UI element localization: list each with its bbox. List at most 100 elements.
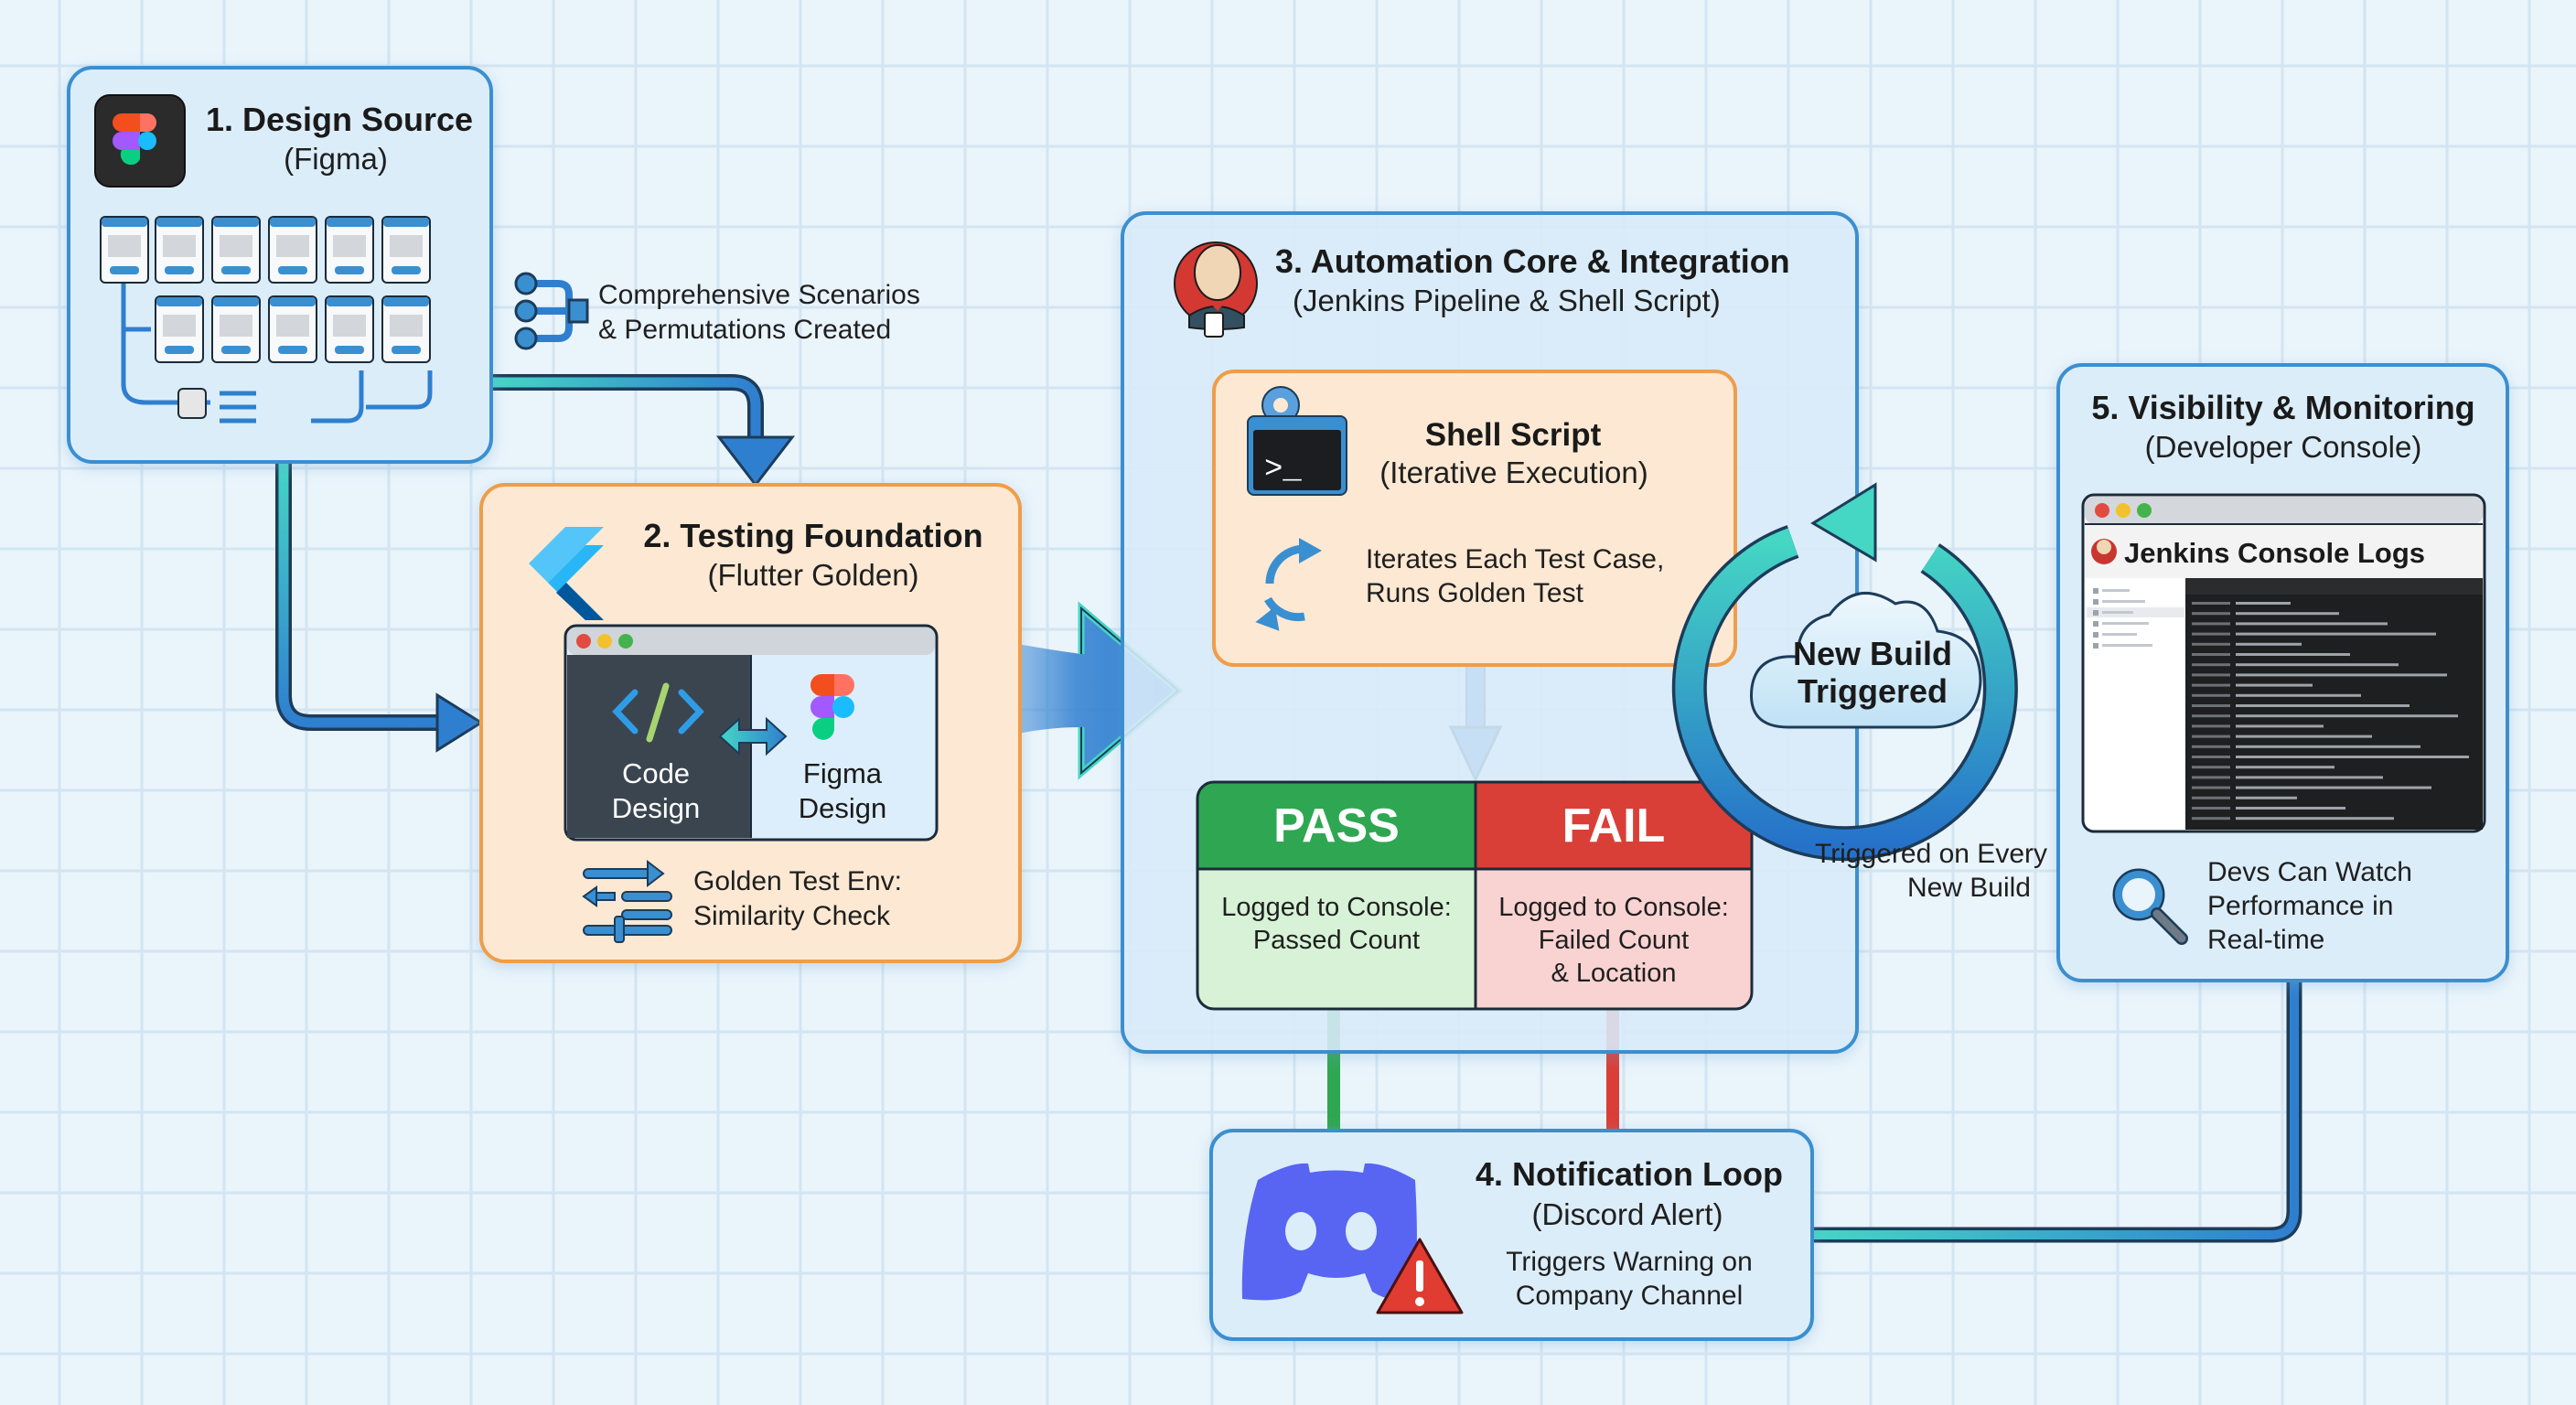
console-log-lines xyxy=(2185,578,2483,820)
console-log-timestamp xyxy=(2192,693,2230,697)
console-log-text xyxy=(2236,724,2324,728)
golden-env-line-1: Golden Test Env: xyxy=(693,866,902,896)
console-log-text xyxy=(2236,704,2410,707)
console-log-text xyxy=(2236,602,2291,605)
new-build-trigger: New Build Triggered Triggered on Every N… xyxy=(1671,482,2047,903)
iterate-line-1: Iterates Each Test Case, xyxy=(1366,544,1664,574)
console-sidebar-item-text xyxy=(2102,611,2133,614)
design-screen-thumbnail xyxy=(325,216,374,284)
console-log-timestamp xyxy=(2192,653,2230,656)
window-close-dot xyxy=(576,634,591,649)
testing-foundation-title: 2. Testing Foundation xyxy=(643,517,982,554)
design-screen-thumbnail xyxy=(325,295,374,363)
new-build-line-1: New Build xyxy=(1793,635,1952,672)
console-close-dot xyxy=(2095,503,2109,518)
console-log-timestamp xyxy=(2192,602,2230,605)
console-title: Jenkins Console Logs xyxy=(2124,537,2425,569)
magnifier-icon xyxy=(2112,868,2188,945)
design-screen-thumbnail xyxy=(211,295,261,363)
connector-design-to-testing-top xyxy=(491,374,796,488)
scenarios-annotation: Comprehensive Scenarios & Permutations C… xyxy=(514,272,920,350)
console-log-text xyxy=(2236,796,2297,799)
console-log-timestamp xyxy=(2192,622,2230,626)
console-log-timestamp xyxy=(2192,745,2230,748)
design-source-title: 1. Design Source xyxy=(206,101,473,138)
notification-title: 4. Notification Loop xyxy=(1476,1155,1783,1193)
console-log-text xyxy=(2236,683,2313,687)
refresh-cycle-icon xyxy=(1255,538,1322,631)
console-maximize-dot xyxy=(2137,503,2152,518)
design-source-card: 1. Design Source (Figma) xyxy=(67,66,493,464)
compare-double-arrow-icon xyxy=(718,716,788,756)
cycle-arrow-icon xyxy=(1671,482,2018,862)
console-log-timestamp xyxy=(2192,817,2230,820)
warning-triangle-icon xyxy=(1376,1238,1464,1314)
design-screen-thumbnail xyxy=(268,216,317,284)
jenkins-butler-icon xyxy=(1174,241,1258,338)
fail-line-3: & Location xyxy=(1551,959,1676,988)
compare-sliders-icon xyxy=(582,859,672,943)
cloud-icon xyxy=(1750,591,1982,729)
testing-foundation-subtitle: (Flutter Golden) xyxy=(707,558,918,592)
discord-logo-icon xyxy=(1241,1163,1417,1301)
shell-script-title: Shell Script xyxy=(1425,417,1602,453)
design-screen-thumbnail xyxy=(211,216,261,284)
console-log-text xyxy=(2236,693,2361,697)
pass-label: PASS xyxy=(1273,799,1400,853)
design-screen-thumbnail xyxy=(155,216,204,284)
new-build-line-2: Triggered xyxy=(1798,672,1948,710)
console-log-text xyxy=(2236,622,2388,626)
code-vs-figma-window: Code Design Figma Design xyxy=(564,624,939,842)
console-log-text xyxy=(2236,745,2420,748)
pass-line-2: Passed Count xyxy=(1253,926,1420,955)
console-log-text xyxy=(2236,642,2302,646)
fail-line-2: Failed Count xyxy=(1539,926,1689,955)
console-sidebar-item-icon xyxy=(2093,588,2098,594)
terminal-gear-icon: >_ xyxy=(1247,386,1347,496)
design-screen-thumbnail xyxy=(381,295,431,363)
scenarios-line-1: Comprehensive Scenarios xyxy=(598,280,920,310)
shell-script-card: >_ Shell Script (Iterative Execution) It… xyxy=(1212,370,1737,667)
fail-line-1: Logged to Console: xyxy=(1498,893,1729,922)
console-log-timestamp xyxy=(2192,642,2230,646)
figma-design-label-1: Figma xyxy=(803,757,883,789)
console-log-timestamp xyxy=(2192,786,2230,789)
trigger-caption-2: New Build xyxy=(1907,873,2031,903)
design-screen-thumbnail xyxy=(155,295,204,363)
automation-core-card: 3. Automation Core & Integration (Jenkin… xyxy=(1121,211,1859,1054)
trigger-caption-1: Triggered on Every xyxy=(1815,839,2047,869)
console-sidebar-item-icon xyxy=(2093,599,2098,605)
code-design-label-1: Code xyxy=(622,757,690,789)
console-log-timestamp xyxy=(2192,766,2230,769)
console-log-timestamp xyxy=(2192,612,2230,616)
test-results-panel: PASS FAIL Logged to Console: Passed Coun… xyxy=(1196,780,1754,1011)
code-design-label-2: Design xyxy=(612,792,701,824)
console-log-text xyxy=(2236,776,2383,779)
connector-notification-to-visibility xyxy=(1812,981,2302,1243)
console-log-text xyxy=(2236,673,2447,677)
console-sidebar-item-icon xyxy=(2093,621,2098,627)
branching-flow-icon xyxy=(514,272,589,350)
console-log-pane xyxy=(2185,578,2483,830)
window-maximize-dot xyxy=(618,634,633,649)
design-screen-thumbnail xyxy=(268,295,317,363)
console-log-text xyxy=(2236,807,2345,810)
console-log-text xyxy=(2236,632,2436,636)
design-screen-thumbnail xyxy=(381,216,431,284)
console-log-timestamp xyxy=(2192,724,2230,728)
console-log-timestamp xyxy=(2192,663,2230,667)
visibility-line-3: Real-time xyxy=(2207,925,2324,955)
console-log-timestamp xyxy=(2192,756,2230,758)
flutter-logo-icon xyxy=(529,527,604,620)
iterate-line-2: Runs Golden Test xyxy=(1366,578,1584,608)
console-log-text xyxy=(2236,653,2350,656)
console-sidebar-item-text xyxy=(2102,633,2137,636)
console-log-text xyxy=(2236,756,2469,758)
figma-design-label-2: Design xyxy=(799,792,887,824)
notification-line-1: Triggers Warning on xyxy=(1506,1247,1753,1277)
window-minimize-dot xyxy=(597,634,612,649)
console-log-text xyxy=(2236,714,2458,718)
console-sidebar xyxy=(2087,588,2184,649)
console-sidebar-item-text xyxy=(2102,589,2130,592)
